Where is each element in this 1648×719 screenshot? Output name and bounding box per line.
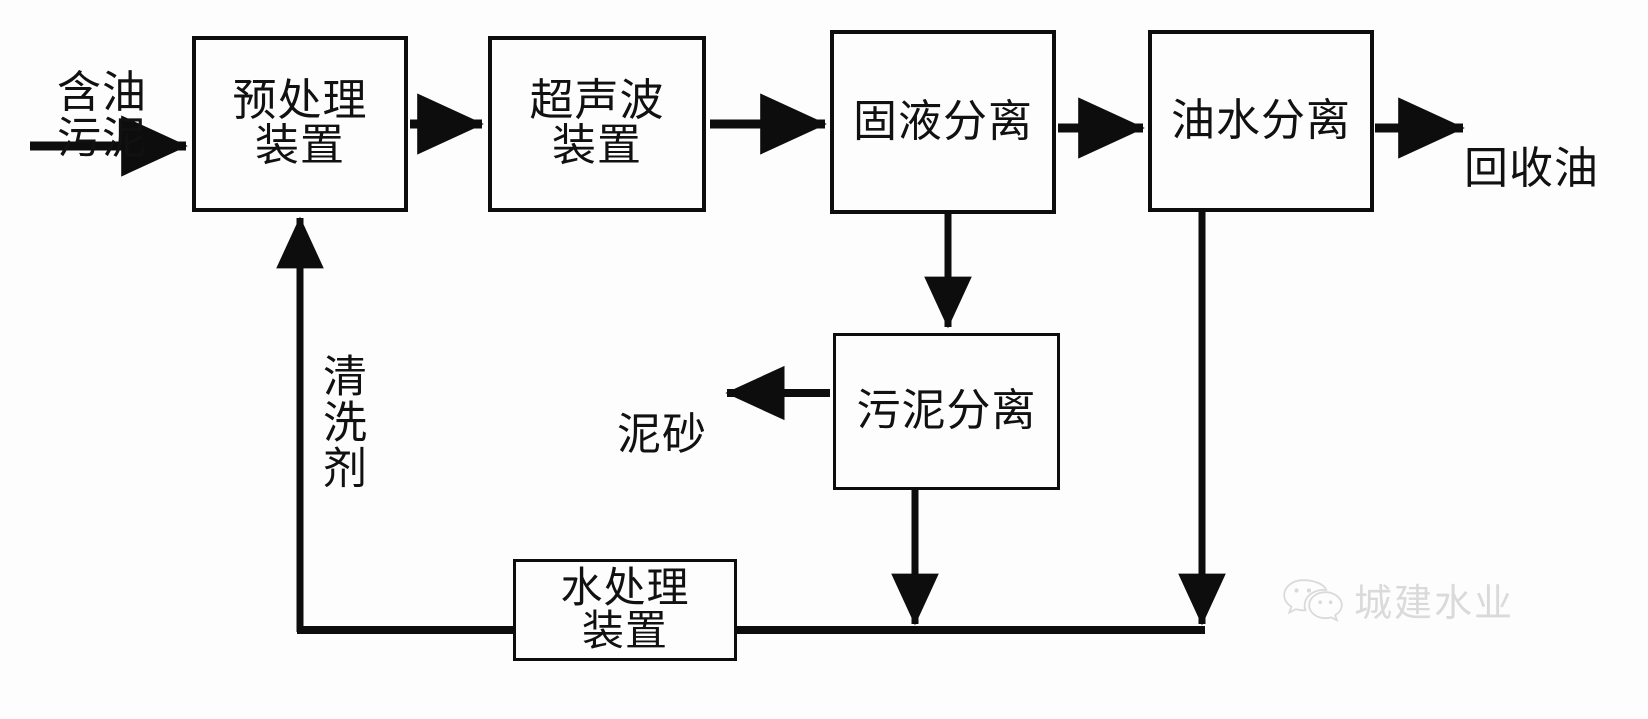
node-sludge-separation[interactable]: 污泥分离 — [833, 333, 1060, 490]
node-solid-liquid-separation[interactable]: 固液分离 — [830, 30, 1056, 214]
node-pretreatment-label: 预处理 装置 — [232, 75, 368, 171]
node-water-treatment-label: 水处理 装置 — [560, 563, 690, 655]
node-oil-water-separation-label: 油水分离 — [1171, 94, 1351, 146]
label-feed-oily-sludge-text: 含油 污泥 — [57, 67, 147, 165]
label-recovered-oil: 回收油 — [1464, 100, 1644, 192]
label-recovered-oil-text: 回收油 — [1464, 143, 1599, 195]
node-ultrasonic-label: 超声波 装置 — [529, 75, 665, 171]
label-cleaning-agent-text: 清洗剂 — [315, 353, 366, 491]
label-mud-sand-text: 泥砂 — [617, 409, 707, 461]
node-oil-water-separation[interactable]: 油水分离 — [1148, 30, 1374, 212]
node-solid-liquid-separation-label: 固液分离 — [853, 95, 1033, 147]
node-sludge-separation-label: 污泥分离 — [856, 385, 1037, 437]
label-cleaning-agent: 清洗剂 — [315, 322, 406, 522]
node-pretreatment[interactable]: 预处理 装置 — [192, 36, 408, 212]
label-feed-oily-sludge: 含油 污泥 — [34, 24, 170, 163]
node-water-treatment[interactable]: 水处理 装置 — [513, 559, 737, 661]
label-mud-sand: 泥砂 — [602, 366, 722, 458]
node-ultrasonic[interactable]: 超声波 装置 — [488, 36, 706, 212]
